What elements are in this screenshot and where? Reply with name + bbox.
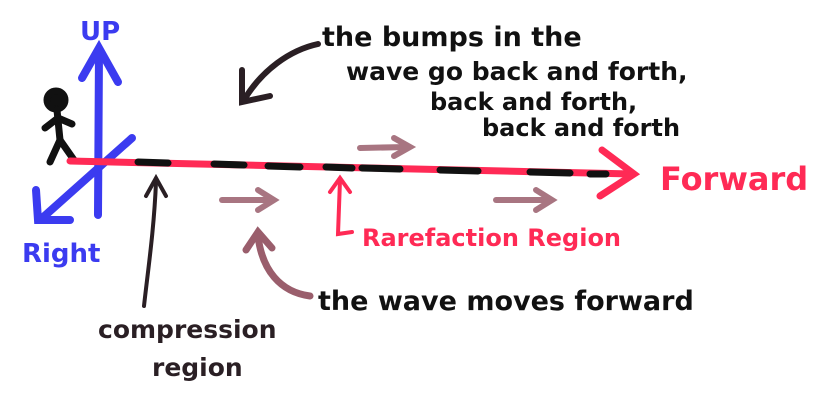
label-bumps-line1: the bumps in the: [322, 22, 582, 53]
bumps-pointer: [239, 41, 321, 106]
label-right: Right: [22, 239, 100, 269]
label-compression-line2: region: [152, 353, 243, 382]
compression-pointer: [142, 173, 168, 308]
label-forward: Forward: [660, 160, 808, 198]
motion-arrow-1: [357, 135, 417, 159]
motion-arrow-2: [219, 187, 280, 213]
rarefaction-pointer: [328, 174, 354, 237]
up-arrow: [78, 39, 122, 219]
label-bumps-line2: wave go back and forth,: [346, 57, 688, 86]
motion-arrows: [219, 135, 558, 213]
motion-arrow-3: [493, 187, 558, 213]
label-compression-line1: compression: [98, 315, 277, 344]
label-wave-moves: the wave moves forward: [318, 286, 694, 317]
label-bumps-line4: back and forth: [482, 114, 680, 142]
label-bumps-line3: back and forth,: [430, 88, 637, 116]
wave-moves-pointer: [242, 226, 314, 300]
right-arrow: [32, 134, 136, 224]
wave-dashes: [134, 158, 610, 178]
label-up: UP: [80, 17, 120, 47]
label-rarefaction: Rarefaction Region: [362, 224, 621, 252]
stick-figure-icon: [41, 87, 78, 166]
